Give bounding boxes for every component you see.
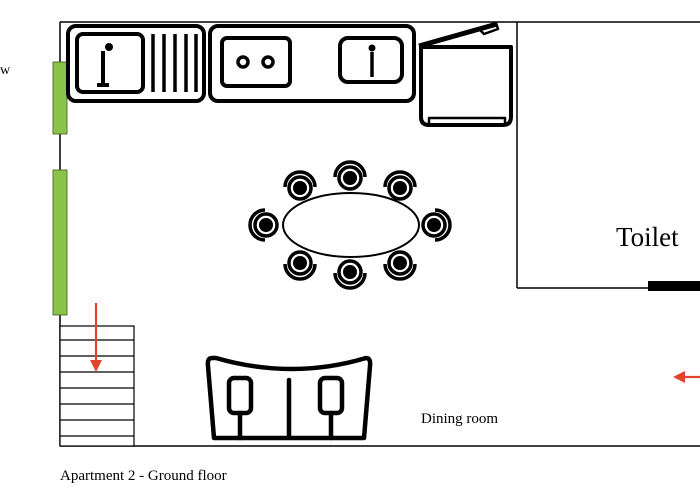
sofa-icon: [205, 355, 373, 441]
window-upper: [52, 61, 68, 135]
chair-icon: [383, 170, 417, 201]
chair-icon: [248, 208, 279, 242]
toilet-door: [648, 281, 700, 291]
chair-icon: [333, 259, 367, 290]
chair-icon: [383, 250, 417, 281]
arrow-left-icon: [673, 371, 700, 383]
stove-icon: [208, 24, 416, 103]
floor-caption: Apartment 2 - Ground floor: [60, 468, 227, 484]
kitchen-sink-icon: [338, 36, 404, 84]
window-label: dow: [0, 63, 11, 78]
toilet-label: Toilet: [616, 222, 679, 252]
chair-icon: [421, 208, 452, 242]
oval-table-icon: [282, 192, 420, 258]
dining-room-label: Dining room: [421, 411, 499, 427]
appliance-icon: [418, 21, 513, 127]
arrow-down-icon: [90, 303, 102, 372]
chair-icon: [333, 160, 367, 191]
window-lower: [52, 169, 68, 316]
sink-icon: [66, 24, 206, 103]
chair-icon: [283, 170, 317, 201]
chair-icon: [283, 250, 317, 281]
chairs: [248, 160, 452, 290]
